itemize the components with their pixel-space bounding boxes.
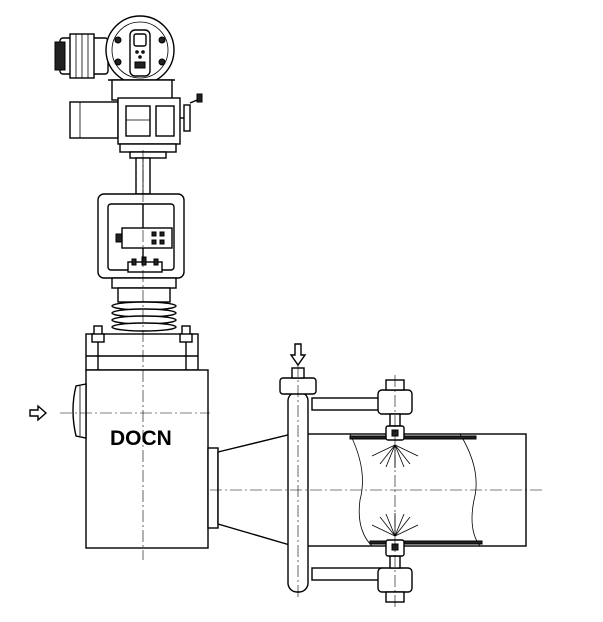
valve-body: DOCN <box>72 325 219 549</box>
yoke-frame <box>97 193 185 279</box>
centerlines <box>60 150 545 610</box>
body-label: DOCN <box>110 427 172 450</box>
bonnet-packing <box>111 277 177 332</box>
water-inlet-arrow <box>289 343 307 367</box>
inlet-flow-arrow <box>29 404 48 422</box>
electric-actuator <box>54 15 203 159</box>
